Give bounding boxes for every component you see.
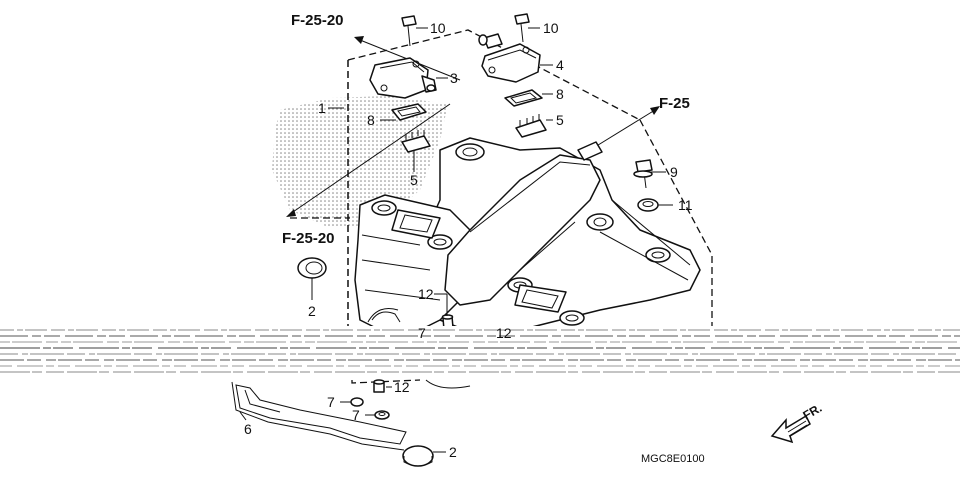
callout-5-right: 5 (556, 112, 564, 128)
callout-leaders (239, 27, 673, 453)
callout-8-left: 8 (367, 112, 375, 128)
bolt-9 (633, 159, 653, 189)
bolt-10-right (514, 13, 530, 43)
gasket-8-left (391, 103, 427, 121)
washer-7-b (350, 397, 364, 407)
callout-2-left: 2 (308, 303, 316, 319)
callout-7-c: 7 (352, 407, 360, 423)
callout-8-right: 8 (556, 86, 564, 102)
ref-arrow-right (589, 109, 656, 151)
callout-10-left: 10 (430, 20, 446, 36)
gasket-8-right (504, 89, 543, 107)
callout-12-b: 12 (496, 325, 512, 341)
assembly-outline (347, 29, 713, 384)
callout-3: 3 (450, 70, 458, 86)
reed-valve-5-left (401, 130, 431, 153)
callout-7-a: 7 (418, 325, 426, 341)
bolt-10-left (401, 15, 417, 47)
dowel-12-b (373, 379, 385, 393)
reed-valve-5-right (515, 114, 547, 138)
reference-lower-left: F-25-20 (282, 230, 335, 247)
washer-7-c (374, 410, 390, 420)
callout-12-c: 12 (394, 379, 410, 395)
callout-1: 1 (318, 100, 326, 116)
callout-9: 9 (670, 164, 678, 180)
callout-11: 11 (678, 197, 693, 213)
grommet-2-bottom (402, 445, 434, 467)
reed-valve-cover-right (478, 33, 541, 83)
callout-7-b: 7 (327, 394, 335, 410)
scan-noise-band (0, 326, 960, 378)
reference-upper-left: F-25-20 (291, 12, 344, 29)
reed-valve-cover-left (369, 57, 437, 99)
callout-5-left: 5 (410, 172, 418, 188)
callout-2-bottom: 2 (449, 444, 457, 460)
front-direction-arrow: FR. (770, 401, 824, 444)
washer-11 (637, 198, 659, 212)
head-cover-gasket-6 (231, 308, 471, 451)
cylinder-head-cover (354, 137, 701, 333)
callout-6: 6 (244, 421, 252, 437)
ref-arrow-lower (289, 103, 451, 215)
callout-12-a: 12 (418, 286, 434, 302)
callout-4: 4 (556, 57, 564, 73)
reference-right: F-25 (659, 95, 690, 112)
callout-10-right: 10 (543, 20, 559, 36)
diagram-code: MGC8E0100 (641, 453, 705, 465)
grommet-2-left (297, 257, 327, 279)
shaded-area (272, 96, 448, 228)
